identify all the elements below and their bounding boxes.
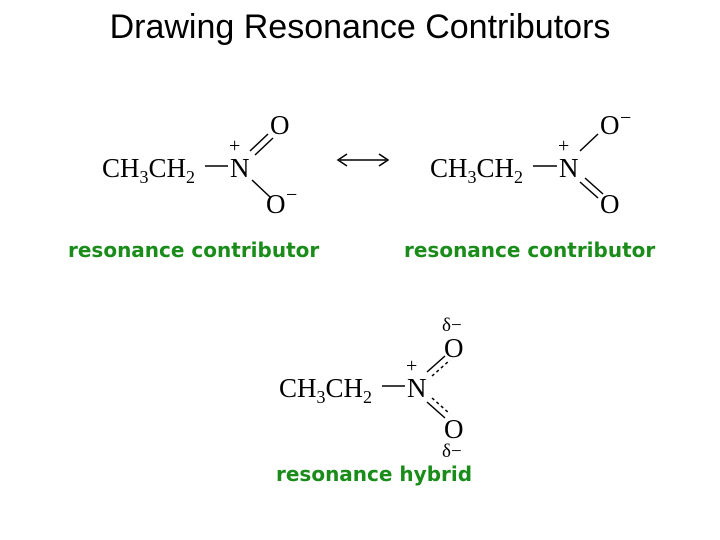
left-contributor: CH3CH2 N + O O − [102, 110, 297, 219]
resonance-arrow [336, 153, 390, 167]
hybrid-ethyl-group: CH3CH2 [279, 373, 372, 407]
hybrid-oxygen-top: O [444, 333, 464, 363]
left-ethyl-group: CH3CH2 [102, 153, 195, 187]
right-n-o-double-bond-a [579, 181, 599, 199]
hybrid-delta-bottom: δ− [442, 441, 462, 462]
resonance-hybrid: δ− O + CH3CH2 N O δ− [279, 315, 464, 462]
right-n-o-single-bond [579, 133, 599, 152]
right-nitrogen: N [559, 153, 579, 183]
left-plus-charge: + [229, 135, 240, 157]
left-n-o-single-bond [251, 179, 271, 198]
right-oxygen-top: O [600, 110, 620, 140]
left-oxygen-bottom: O [266, 189, 286, 219]
left-n-o-double-bond-a [249, 133, 269, 152]
right-ethyl-group: CH3CH2 [430, 153, 523, 187]
hybrid-oxygen-bottom: O [444, 414, 464, 444]
right-plus-charge: + [558, 135, 569, 157]
right-oxygen-bottom: O [600, 189, 620, 219]
left-oxygen-top: O [270, 110, 290, 140]
hybrid-n-o-top-bond [426, 355, 446, 373]
right-contributor: CH3CH2 N + O − O [430, 107, 631, 219]
hybrid-n-o-top-partial-bond [431, 359, 451, 377]
slide-title: Drawing Resonance Contributors [109, 8, 611, 46]
left-minus-charge: − [286, 184, 297, 206]
left-nitrogen: N [230, 153, 250, 183]
hybrid-n-o-bottom-partial-bond [431, 397, 451, 415]
hybrid-nitrogen: N [407, 373, 427, 403]
right-caption: resonance contributor [404, 238, 656, 262]
left-n-o-double-bond-b [254, 137, 274, 156]
hybrid-n-o-bottom-bond [426, 401, 446, 419]
hybrid-caption: resonance hybrid [276, 462, 473, 486]
left-caption: resonance contributor [68, 238, 320, 262]
hybrid-delta-top: δ− [442, 315, 462, 336]
right-minus-charge: − [620, 107, 631, 129]
hybrid-plus-charge: + [406, 355, 417, 377]
right-n-o-double-bond-b [584, 177, 604, 195]
